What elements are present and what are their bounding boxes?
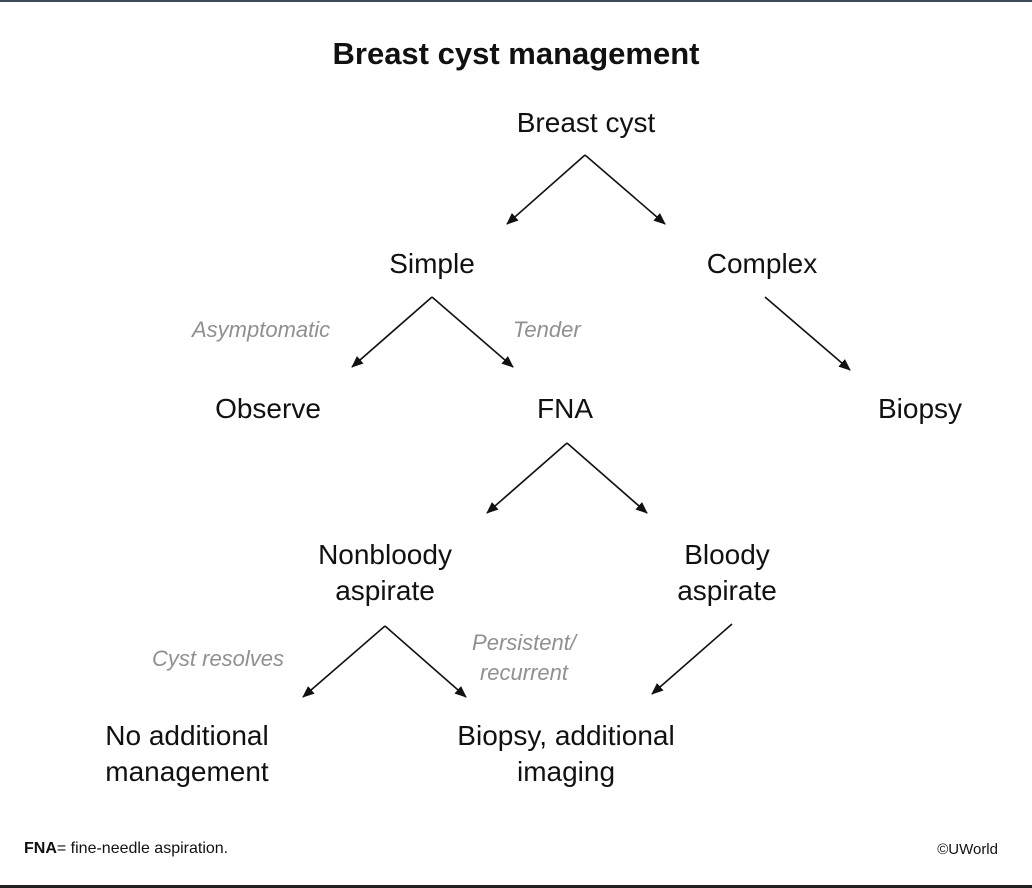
node-fna: FNA	[537, 393, 593, 424]
node-complex: Complex	[706, 248, 818, 279]
arrow-breastcyst-complex	[584, 154, 666, 225]
node-breast-cyst: Breast cyst	[516, 107, 656, 138]
node-simple: Simple	[389, 248, 475, 279]
arrow-simple-fna	[431, 296, 514, 368]
footer-abbrev: FNA	[24, 840, 57, 857]
edge-label-tender: Tender	[513, 317, 581, 342]
arrow-fna-nonbloody	[486, 442, 568, 514]
arrow-breastcyst-simple	[506, 154, 586, 225]
node-nonbloody-aspirate: Nonbloody aspirate	[318, 539, 452, 606]
copyright-notice: ©UWorld	[937, 841, 998, 858]
footer-abbreviation-note: FNA= fine-needle aspiration.	[24, 840, 228, 858]
diagram-title: Breast cyst management	[332, 36, 700, 71]
edge-label-cyst-resolves: Cyst resolves	[152, 646, 285, 671]
arrow-bloody-biopsyimaging	[651, 623, 733, 695]
arrow-fna-bloody	[566, 442, 648, 514]
arrow-nonbloody-noadditional	[302, 625, 386, 698]
node-bloody-aspirate: Bloody aspirate	[677, 539, 777, 606]
node-biopsy-additional-imaging: Biopsy, additional imaging	[457, 720, 675, 787]
arrow-simple-observe	[351, 296, 433, 368]
node-biopsy: Biopsy	[877, 393, 963, 424]
node-observe: Observe	[215, 393, 321, 424]
edge-label-persistent-recurrent: Persistent/ recurrent	[472, 630, 576, 685]
arrow-complex-biopsy	[764, 296, 851, 371]
edge-label-asymptomatic: Asymptomatic	[192, 317, 331, 342]
node-no-additional-management: No additional management	[105, 720, 269, 787]
arrow-nonbloody-biopsyimaging	[384, 625, 467, 698]
footer-definition: = fine-needle aspiration.	[56, 840, 229, 857]
